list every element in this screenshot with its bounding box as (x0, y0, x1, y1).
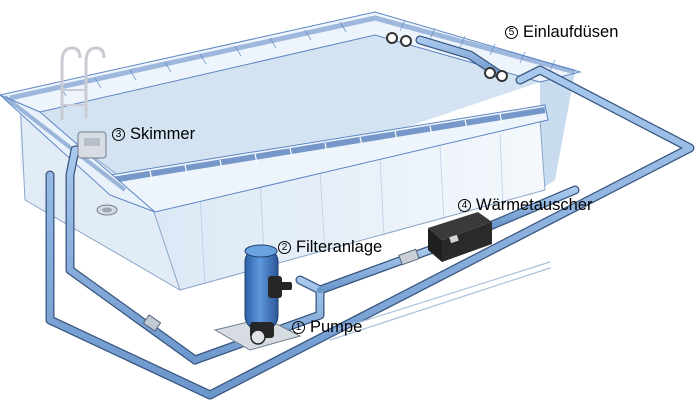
label-text: Wärmetauscher (476, 196, 593, 214)
filter-valve-head (268, 276, 292, 298)
label-text: Pumpe (310, 318, 363, 336)
pump (250, 322, 274, 345)
pool-right-wall (540, 72, 575, 190)
label-text: Einlaufdüsen (523, 23, 619, 41)
label-text: Filteranlage (296, 238, 383, 256)
number-badge: 1 (292, 321, 305, 334)
number-badge: 5 (505, 26, 518, 39)
pool-ladder (60, 46, 106, 120)
label-inlet-nozzles: 5 Einlaufdüsen (505, 23, 618, 42)
inlet-nozzles (386, 32, 508, 82)
heat-exchanger (398, 212, 492, 266)
label-heat-exchanger: 4 Wärmetauscher (458, 196, 592, 215)
label-filter-system: 2 Filteranlage (278, 238, 382, 257)
filter-pump-unit (213, 244, 302, 351)
label-text: Skimmer (130, 125, 196, 143)
label-pump: 1 Pumpe (292, 318, 362, 337)
valve (142, 314, 162, 332)
number-badge: 4 (458, 199, 471, 212)
floor-drain (96, 204, 118, 216)
label-skimmer: 3 Skimmer (112, 125, 195, 144)
number-badge: 2 (278, 241, 291, 254)
skimmer (77, 131, 107, 159)
number-badge: 3 (112, 128, 125, 141)
